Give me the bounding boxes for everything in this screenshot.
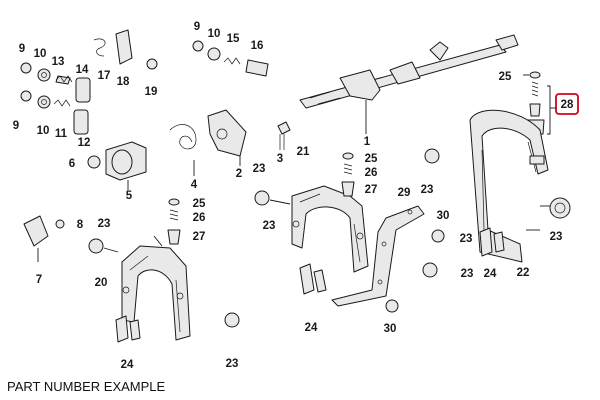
label-16: 16 — [251, 40, 264, 52]
lever-plate-part — [331, 205, 425, 307]
label-27-b: 27 — [193, 231, 206, 243]
label-1: 1 — [364, 136, 371, 148]
label-2: 2 — [236, 168, 242, 180]
label-26-b: 26 — [193, 212, 206, 224]
label-24-b: 24 — [484, 268, 497, 280]
label-29: 29 — [398, 187, 411, 199]
label-23-f: 23 — [460, 233, 473, 245]
selector-parts-group — [87, 109, 291, 190]
shift-fork-right-part — [469, 109, 571, 263]
label-9-top: 9 — [194, 21, 200, 33]
label-24-a: 24 — [305, 322, 318, 334]
label-12: 12 — [78, 137, 91, 149]
bolt-group — [88, 148, 445, 328]
label-24-c: 24 — [121, 359, 134, 371]
label-20: 20 — [95, 277, 108, 289]
label-19: 19 — [145, 86, 158, 98]
label-30-b: 30 — [384, 323, 397, 335]
label-30-a: 30 — [437, 210, 450, 222]
small-parts-group — [20, 29, 269, 135]
label-25-b: 25 — [365, 153, 378, 165]
label-3: 3 — [277, 153, 283, 165]
label-23-b: 23 — [253, 163, 266, 175]
label-9-mid: 9 — [13, 120, 19, 132]
label-23-d: 23 — [263, 220, 276, 232]
label-14: 14 — [76, 64, 89, 76]
label-28: 28 — [561, 99, 574, 111]
label-27-a: 27 — [365, 184, 378, 196]
label-7: 7 — [36, 274, 42, 286]
highlight-box — [555, 93, 579, 115]
label-6: 6 — [69, 158, 75, 170]
shift-fork-center-part — [291, 185, 369, 273]
label-10-top: 10 — [208, 28, 221, 40]
label-23-a: 23 — [421, 184, 434, 196]
label-13: 13 — [52, 56, 65, 68]
label-15: 15 — [227, 33, 240, 45]
caption-text: PART NUMBER EXAMPLE — [7, 379, 166, 394]
label-10-left: 10 — [34, 48, 47, 60]
callout-labels: 28 1 2 3 4 5 6 7 8 9 9 9 10 10 10 11 12 … — [13, 21, 574, 371]
label-23-c: 23 — [98, 218, 111, 230]
label-22: 22 — [517, 267, 530, 279]
selector-shaft-part — [299, 34, 519, 134]
label-9-left: 9 — [19, 43, 25, 55]
label-10-mid: 10 — [37, 125, 50, 137]
label-25-a: 25 — [499, 71, 512, 83]
label-21: 21 — [297, 146, 310, 158]
label-18: 18 — [117, 76, 130, 88]
label-26-a: 26 — [365, 167, 378, 179]
label-8: 8 — [77, 219, 84, 231]
label-25-c: 25 — [193, 198, 206, 210]
clip-group — [115, 227, 505, 343]
label-11: 11 — [55, 128, 68, 140]
label-23-e: 23 — [550, 231, 563, 243]
shift-fork-left-part — [121, 235, 191, 341]
label-4: 4 — [191, 179, 198, 191]
label-23-g: 23 — [461, 268, 474, 280]
detent-pins-group — [23, 152, 355, 262]
label-23-h: 23 — [226, 358, 239, 370]
label-17: 17 — [98, 70, 111, 82]
label-5: 5 — [126, 190, 133, 202]
